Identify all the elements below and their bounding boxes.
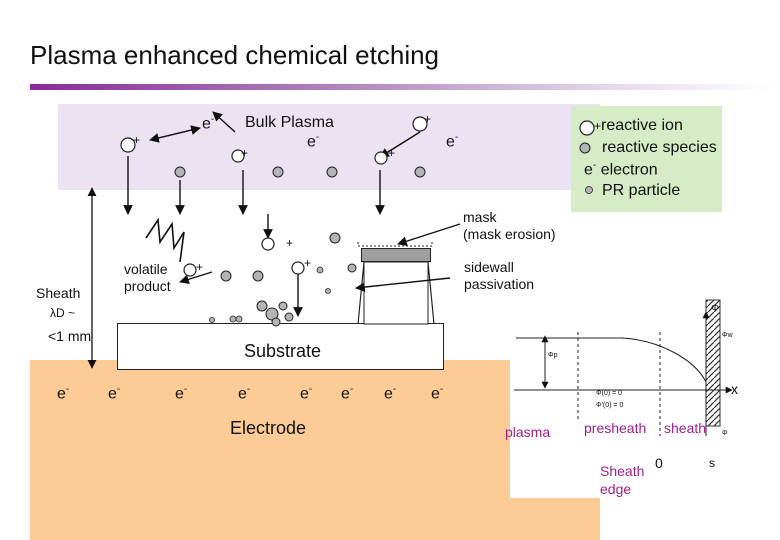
legend-species: reactive species bbox=[602, 139, 717, 156]
sheath-label: Sheath bbox=[36, 285, 81, 301]
electrode-electron-2: e- bbox=[108, 384, 121, 403]
inset-phi-minus: Φ bbox=[722, 430, 728, 437]
volatile-zigzag bbox=[145, 217, 185, 263]
inset-x-axis-label: x bbox=[731, 381, 738, 397]
electrode-label: Electrode bbox=[230, 418, 307, 438]
electrode-region bbox=[30, 360, 600, 540]
ion-charge-4: + bbox=[388, 146, 396, 160]
ion-charge-5: + bbox=[286, 236, 294, 250]
inset-region-plasma: plasma bbox=[505, 424, 551, 440]
ion-charge-2: + bbox=[424, 112, 432, 126]
sheath-thickness-label: <1 mm bbox=[48, 328, 92, 344]
page-title: Plasma enhanced chemical etching bbox=[30, 40, 440, 70]
bulk-plasma-label: Bulk Plasma bbox=[245, 114, 334, 131]
particle-arrows bbox=[123, 111, 461, 317]
electron-label-3: e- bbox=[446, 132, 459, 151]
inset-region-sheath: sheath bbox=[664, 420, 707, 436]
electrode-electron-6: e- bbox=[341, 384, 354, 403]
reactive-species bbox=[174, 142, 591, 327]
ion-charge-3: + bbox=[241, 146, 249, 160]
debye-length-label: λD ~ bbox=[50, 306, 76, 320]
legend-ion: +reactive ion bbox=[594, 117, 683, 134]
title-underline bbox=[30, 84, 775, 90]
reactive-ions bbox=[120, 116, 595, 277]
legend-box bbox=[571, 106, 722, 212]
pr-particles bbox=[209, 186, 593, 323]
inset-phi-axis-label: Φ bbox=[711, 303, 719, 314]
electrode-electron-5: e- bbox=[300, 384, 313, 403]
ion-charge-6: + bbox=[304, 256, 312, 270]
inset-eq2: Φ'(0) = 0 bbox=[596, 402, 624, 409]
inset-s-label: s bbox=[709, 456, 715, 470]
electrode-electron-7: e- bbox=[384, 384, 397, 403]
inset-axes bbox=[514, 311, 733, 436]
legend-electron: e- electron bbox=[584, 160, 658, 179]
legend-particle: PR particle bbox=[602, 182, 681, 199]
substrate-block bbox=[117, 323, 444, 370]
substrate-label: Substrate bbox=[244, 341, 322, 361]
electron-label-2: e- bbox=[307, 132, 320, 151]
electrode-electron-1: e- bbox=[57, 384, 70, 403]
mask-label: mask(mask erosion) bbox=[463, 209, 556, 242]
ion-charge-1: + bbox=[133, 133, 141, 147]
inset-wall bbox=[705, 299, 721, 427]
mask-stack bbox=[357, 242, 435, 325]
inset-eq1: Φ(0) = 0 bbox=[596, 390, 623, 397]
electrode-electron-3: e- bbox=[175, 384, 188, 403]
ion-charge-7: + bbox=[196, 260, 204, 274]
inset-phi-p: Φp bbox=[548, 352, 558, 359]
inset-phi-w: Φw bbox=[722, 332, 733, 339]
inset-zero-label: 0 bbox=[655, 455, 663, 471]
inset-region-presheath: presheath bbox=[584, 420, 647, 436]
electrode-electron-8: e- bbox=[431, 384, 444, 403]
electron-label-1: e- bbox=[202, 114, 215, 133]
sheath-potential-inset bbox=[510, 300, 738, 498]
electrode-electron-4: e- bbox=[238, 384, 251, 403]
